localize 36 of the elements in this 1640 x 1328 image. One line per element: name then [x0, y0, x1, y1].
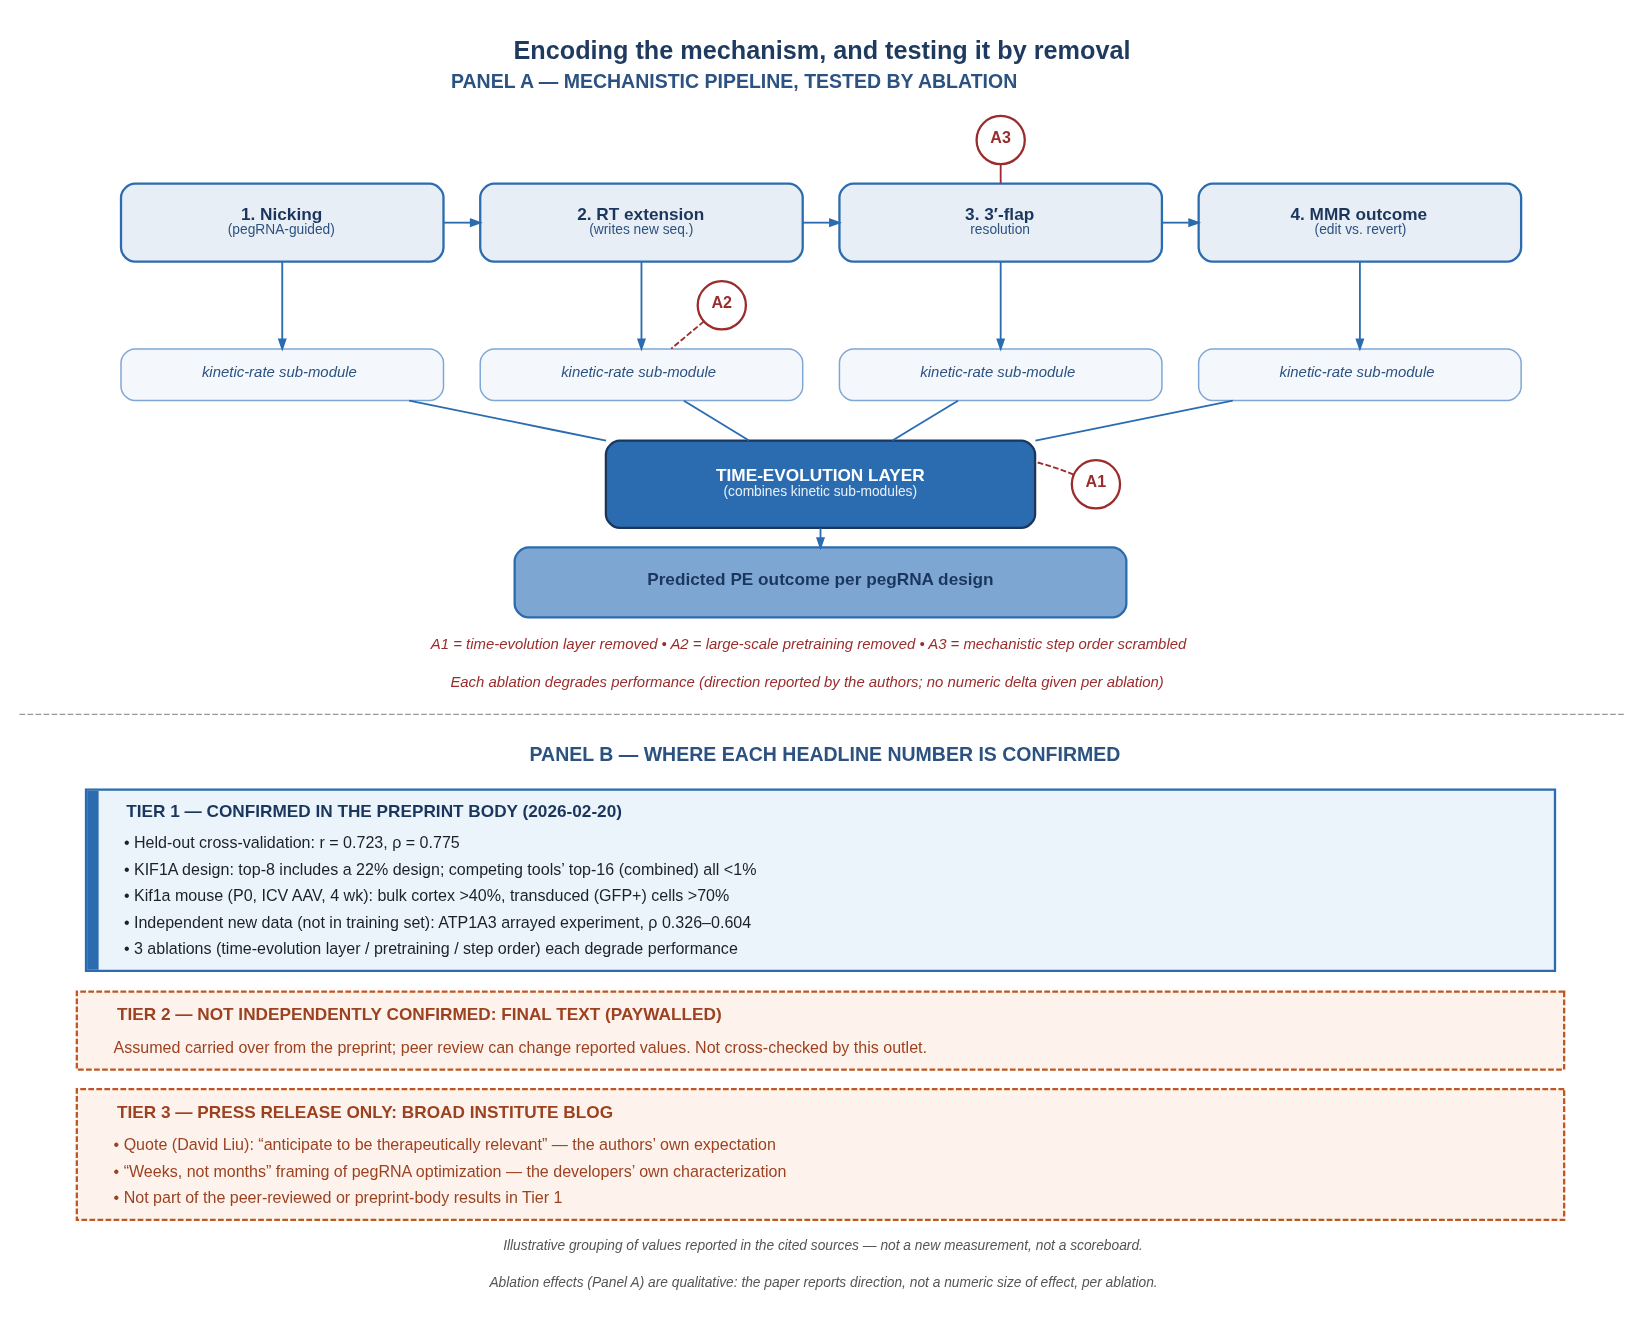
node-box: Predicted PE outcome per pegRNA design — [513, 545, 1127, 619]
label: Ablation effects (Panel A) are qualitative: the paper reports direction, not a numeric size of effect, per ablation. — [488, 1274, 1158, 1290]
node-circle: A3 — [974, 114, 1026, 165]
arrow — [1160, 217, 1201, 227]
arrow — [442, 217, 483, 227]
node-box: kinetic-rate sub-module — [838, 347, 1163, 401]
node-circle: A1 — [1070, 458, 1121, 510]
arrow — [1354, 260, 1364, 351]
label: PANEL B — WHERE EACH HEADLINE NUMBER IS CONFIRMED — [529, 742, 1120, 765]
node-box: 3. 3′-flap resolution — [837, 182, 1163, 263]
arrow — [636, 260, 646, 351]
connector — [891, 399, 959, 441]
label: A1 = time-evolution layer removed • A2 = large-scale pretraining removed • A3 = mechanistic step order scrambled — [430, 635, 1186, 652]
connector — [999, 163, 1002, 184]
arrow — [801, 217, 842, 227]
connector — [682, 399, 750, 441]
node-box: 1. Nicking (pegRNA-guided) — [119, 182, 445, 263]
label: Illustrative grouping of values reported in the cited sources — not a new measurement, not a scoreboard. — [502, 1237, 1143, 1253]
node-box: kinetic-rate sub-module — [1197, 347, 1522, 401]
diagram-title: Encoding the mechanism, and testing it by removal — [513, 35, 1130, 64]
label: Each ablation degrades performance (direction reported by the authors; no numeric delta given per ablation) — [449, 673, 1164, 690]
label: PANEL A — MECHANISTIC PIPELINE, TESTED BY ABLATION — [450, 69, 1017, 92]
node-box: TIME-EVOLUTION LAYER (combines kinetic sub-modules) — [604, 439, 1036, 529]
node-circle: A2 — [696, 279, 747, 331]
node-box: TIER 2 — NOT INDEPENDENTLY CONFIRMED: FINAL TEXT (PAYWALLED) Assumed carried over from the preprint; peer review can change reported values. Not cross-checked by this outlet. — [75, 989, 1565, 1071]
node-box: kinetic-rate sub-module — [119, 347, 444, 401]
connector — [407, 399, 607, 442]
node-box: 4. MMR outcome (edit vs. revert) — [1197, 182, 1522, 263]
node-box: TIER 3 — PRESS RELEASE ONLY: BROAD INSTITUTE BLOG • Quote (David Liu): “anticipate to be therapeutically relevant” — the authors’ own expectation • “Weeks, not months” framing of pegRNA optimization — the developers’ own characterization • Not part of the peer-reviewed or preprint-body results in Tier 1 — [75, 1087, 1565, 1221]
node-box: 2. RT extension (writes new seq.) — [478, 182, 804, 263]
arrow — [277, 260, 287, 351]
connector — [1034, 399, 1234, 442]
connector — [669, 320, 704, 350]
connector — [1033, 460, 1075, 475]
arrow — [995, 260, 1005, 351]
node-box: kinetic-rate sub-module — [478, 347, 803, 401]
